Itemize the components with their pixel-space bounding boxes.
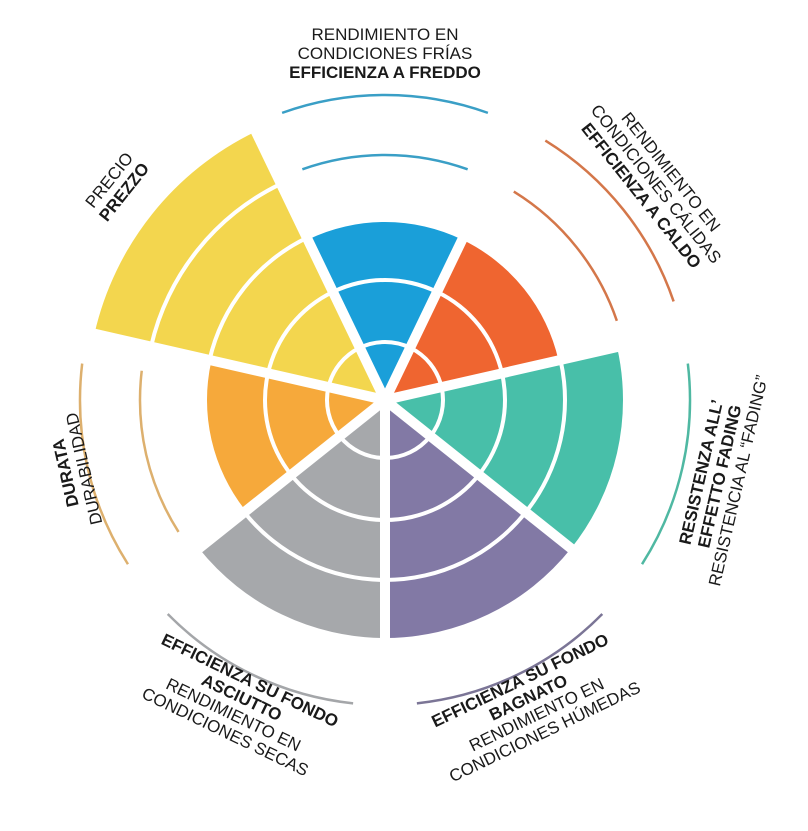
segment-fading-level-3 — [480, 360, 563, 511]
divider-line — [81, 326, 387, 405]
segment-price-level-2 — [269, 293, 359, 387]
label-arcs-layer — [78, 93, 692, 705]
label-line: CONDICIONES FRÍAS — [298, 44, 473, 63]
arc-cold-level-5 — [281, 93, 489, 115]
segment-hot-level-2 — [411, 293, 501, 387]
divider-line — [139, 396, 389, 598]
label-fading: RESISTENZA ALL’EFFETTO FADINGRESISTENCIA… — [676, 373, 772, 588]
arc-fading-level-5 — [640, 363, 692, 565]
label-line: CONDICIONES CÁLIDAS — [587, 101, 725, 267]
segment-cold-level-3 — [307, 222, 463, 291]
arc-hot-level-4 — [513, 190, 619, 322]
segments-layer — [81, 118, 689, 710]
segment-dry-level-3 — [245, 476, 385, 578]
segment-price-level-5 — [94, 131, 281, 347]
segment-cold-level-2 — [333, 282, 437, 346]
divider-line — [245, 118, 390, 403]
segment-cold-level-1 — [360, 344, 410, 399]
arc-dry-level-5 — [166, 613, 354, 705]
segment-durability-level-3 — [207, 360, 290, 511]
segment-hot-level-3 — [437, 239, 559, 373]
divider-line — [380, 118, 525, 403]
arc-durability-level-4 — [138, 370, 180, 533]
segment-price-level-3 — [211, 239, 333, 373]
arc-hot-level-5 — [544, 139, 675, 302]
arc-durability-level-5 — [78, 363, 130, 565]
label-line: RENDIMIENTO EN — [311, 25, 458, 44]
segment-wet-level-4 — [385, 513, 572, 638]
segment-price-level-4 — [152, 185, 307, 360]
segment-wet-level-3 — [385, 476, 525, 578]
segment-fading-level-4 — [527, 347, 623, 549]
segment-dry-level-4 — [198, 513, 385, 638]
divider-line — [383, 326, 689, 405]
label-line: EFFICIENZA A FREDDO — [289, 63, 481, 82]
arc-wet-level-5 — [416, 613, 604, 705]
divider-line — [381, 396, 631, 598]
arc-cold-level-4 — [301, 153, 469, 171]
